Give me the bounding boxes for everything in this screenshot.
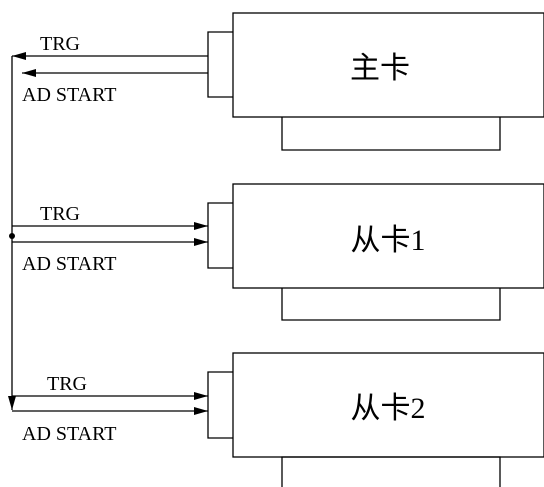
- slave-card-1-block: 从卡1: [207, 183, 544, 321]
- slave-card-1-bottom-tab: [281, 288, 501, 321]
- slave2-trg-label: TRG: [47, 373, 87, 395]
- slave-card-2-block: 从卡2: [207, 352, 544, 487]
- main-card-connector: [207, 31, 233, 98]
- main-trg-label: TRG: [40, 33, 80, 55]
- main-adstart-label: AD START: [22, 84, 116, 106]
- main-card-label: 主卡: [350, 52, 410, 85]
- slave-card-1-connector: [207, 202, 233, 269]
- junction-dot: [9, 233, 15, 239]
- slave-card-1-body: [232, 183, 544, 289]
- slave-card-1-label: 从卡1: [351, 224, 426, 257]
- main-card-bottom-tab: [281, 117, 501, 151]
- main-card-body: [232, 12, 544, 118]
- slave1-adstart-label: AD START: [22, 253, 116, 275]
- slave-card-2-bottom-tab: [281, 456, 501, 487]
- slave-card-2-label: 从卡2: [351, 392, 426, 425]
- slave2-adstart-label: AD START: [22, 423, 116, 445]
- slave-card-2-connector: [207, 371, 233, 439]
- main-card-block: 主卡: [207, 12, 544, 151]
- slave1-trg-label: TRG: [40, 203, 80, 225]
